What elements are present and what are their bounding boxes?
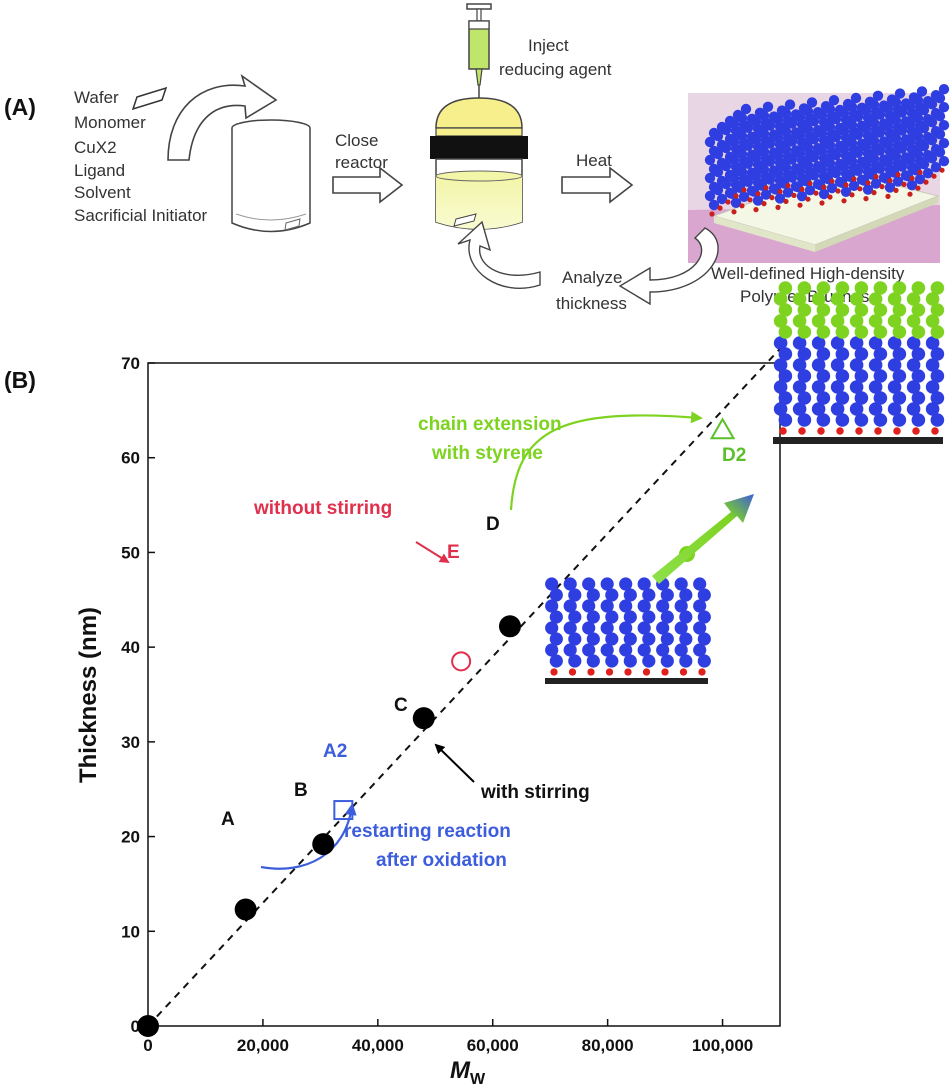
y-tick-label: 70	[121, 354, 140, 373]
y-tick-label: 50	[121, 543, 140, 562]
analyze-text-1: Analyze	[562, 268, 622, 287]
label-d: D	[486, 514, 500, 535]
data-point-b	[312, 833, 335, 856]
x-tick-label: 40,000	[352, 1036, 404, 1055]
annotation-chain-extension-2: with styrene	[431, 443, 543, 464]
growth-arrow-icon	[652, 494, 754, 584]
annotation-restarting-2: after oxidation	[376, 850, 507, 871]
x-axis-title: MW	[450, 1057, 486, 1088]
data-points	[137, 417, 736, 1037]
y-axis: 0 10 20 30 40 50 60 70	[121, 354, 155, 1036]
data-point-e	[451, 651, 472, 672]
annotation-chain-extension-1: chain extension	[418, 414, 562, 435]
arrow-heat-icon	[561, 166, 634, 204]
data-point-a	[234, 898, 257, 921]
result-text-1: Well-defined High-density	[711, 264, 905, 283]
close-reactor-text-1: Close	[335, 131, 378, 150]
arrow-close-icon	[332, 166, 404, 204]
plot-frame	[147, 362, 781, 1027]
without-stirring-arrow	[415, 541, 450, 564]
data-point-d	[498, 615, 521, 638]
label-c: C	[394, 695, 408, 716]
data-point-c	[412, 707, 435, 730]
brush-chains	[704, 84, 950, 217]
y-tick-label: 40	[121, 638, 140, 657]
data-point-origin	[137, 1015, 159, 1037]
panel-b-label: (B)	[4, 367, 36, 393]
brush-short-illustration	[545, 577, 711, 684]
annotation-with-stirring: with stirring	[480, 782, 590, 803]
beaker-icon	[231, 119, 311, 233]
return-arrow-right-icon	[618, 227, 719, 306]
y-tick-label: 30	[121, 733, 140, 752]
heat-text: Heat	[576, 151, 612, 170]
ingredient-list: Wafer Monomer CuX2 Ligand Solvent Sacrif…	[74, 88, 208, 225]
x-axis: 0 20,000 40,000 60,000 80,000 100,000	[143, 1019, 753, 1055]
y-axis-title: Thickness (nm)	[75, 607, 102, 783]
data-point-d2	[709, 417, 736, 440]
label-a2: A2	[323, 741, 347, 762]
panel-a-label: (A)	[4, 94, 36, 120]
fit-line	[147, 348, 781, 1027]
panel-a: (A) Wafer Monomer CuX2 Ligand Solvent Sa…	[4, 3, 950, 313]
ingredient-cux2: CuX2	[74, 138, 117, 157]
y-tick-label: 10	[121, 922, 140, 941]
data-point-a2	[333, 800, 354, 821]
inject-text-2: reducing agent	[499, 60, 612, 79]
x-axis-title-sub: W	[470, 1071, 486, 1088]
ingredient-solvent: Solvent	[74, 183, 131, 202]
label-d2: D2	[722, 445, 746, 466]
inject-text-1: Inject	[528, 36, 569, 55]
curved-arrow-icon	[167, 74, 278, 161]
x-tick-label: 100,000	[692, 1036, 753, 1055]
label-b: B	[294, 780, 308, 801]
close-reactor-text-2: reactor	[335, 153, 388, 172]
x-tick-label: 20,000	[237, 1036, 289, 1055]
x-tick-label: 80,000	[582, 1036, 634, 1055]
ingredient-monomer: Monomer	[74, 113, 146, 132]
brush-render-image	[688, 84, 950, 263]
label-a: A	[221, 809, 235, 830]
label-e: E	[447, 542, 460, 563]
ingredient-wafer: Wafer	[74, 88, 119, 107]
ingredient-sacrificial-initiator: Sacrificial Initiator	[74, 206, 208, 225]
restarting-arrow	[260, 803, 357, 870]
annotation-without-stirring: without stirring	[253, 498, 392, 519]
reactor-icon	[430, 97, 528, 230]
with-stirring-arrow	[434, 743, 475, 783]
y-tick-label: 0	[131, 1017, 140, 1036]
wafer-icon	[131, 86, 168, 111]
analyze-text-2: thickness	[556, 294, 627, 313]
ingredient-ligand: Ligand	[74, 161, 125, 180]
annotation-restarting-1: restarting reaction	[344, 821, 511, 842]
syringe-icon	[466, 3, 492, 100]
y-tick-label: 60	[121, 449, 140, 468]
chain-extension-arrow	[509, 411, 703, 511]
return-arrow-left-icon	[457, 220, 541, 289]
x-tick-label: 0	[143, 1036, 152, 1055]
panel-b: (B) 0 10 20 30 40 50 60 70 0 20,000 40,000 60,000 8…	[4, 281, 945, 1088]
x-axis-title-main: M	[450, 1057, 471, 1084]
brush-extended-illustration	[773, 281, 945, 444]
x-tick-label: 60,000	[467, 1036, 519, 1055]
y-tick-label: 20	[121, 828, 140, 847]
